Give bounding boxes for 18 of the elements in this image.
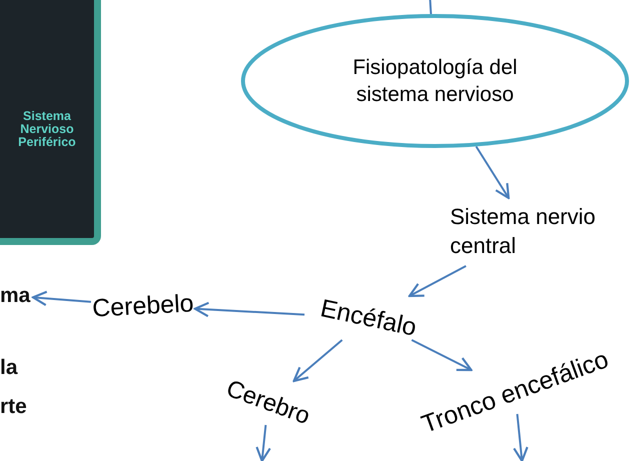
dark-panel <box>0 0 101 245</box>
arrow <box>292 339 343 382</box>
concept-label: Cerebelo <box>91 288 194 324</box>
arrow <box>408 265 466 298</box>
concept-label: Encéfalo <box>317 292 419 344</box>
concept-label: Sistema nervio central <box>450 203 597 260</box>
arrow <box>411 339 472 372</box>
arrow <box>32 290 92 306</box>
arrow <box>194 302 305 318</box>
concept-label: Fisiopatología del sistema nervioso <box>352 54 518 108</box>
concept-label: ma <box>0 283 30 310</box>
topic-ellipse <box>240 13 630 149</box>
panel-title: Sistema Nervioso Periférico <box>17 110 77 150</box>
arrow <box>475 146 510 200</box>
arrow <box>512 414 528 461</box>
text-fragment: rte <box>0 395 27 419</box>
text-fragment: la <box>0 356 18 380</box>
arrow <box>256 424 272 461</box>
